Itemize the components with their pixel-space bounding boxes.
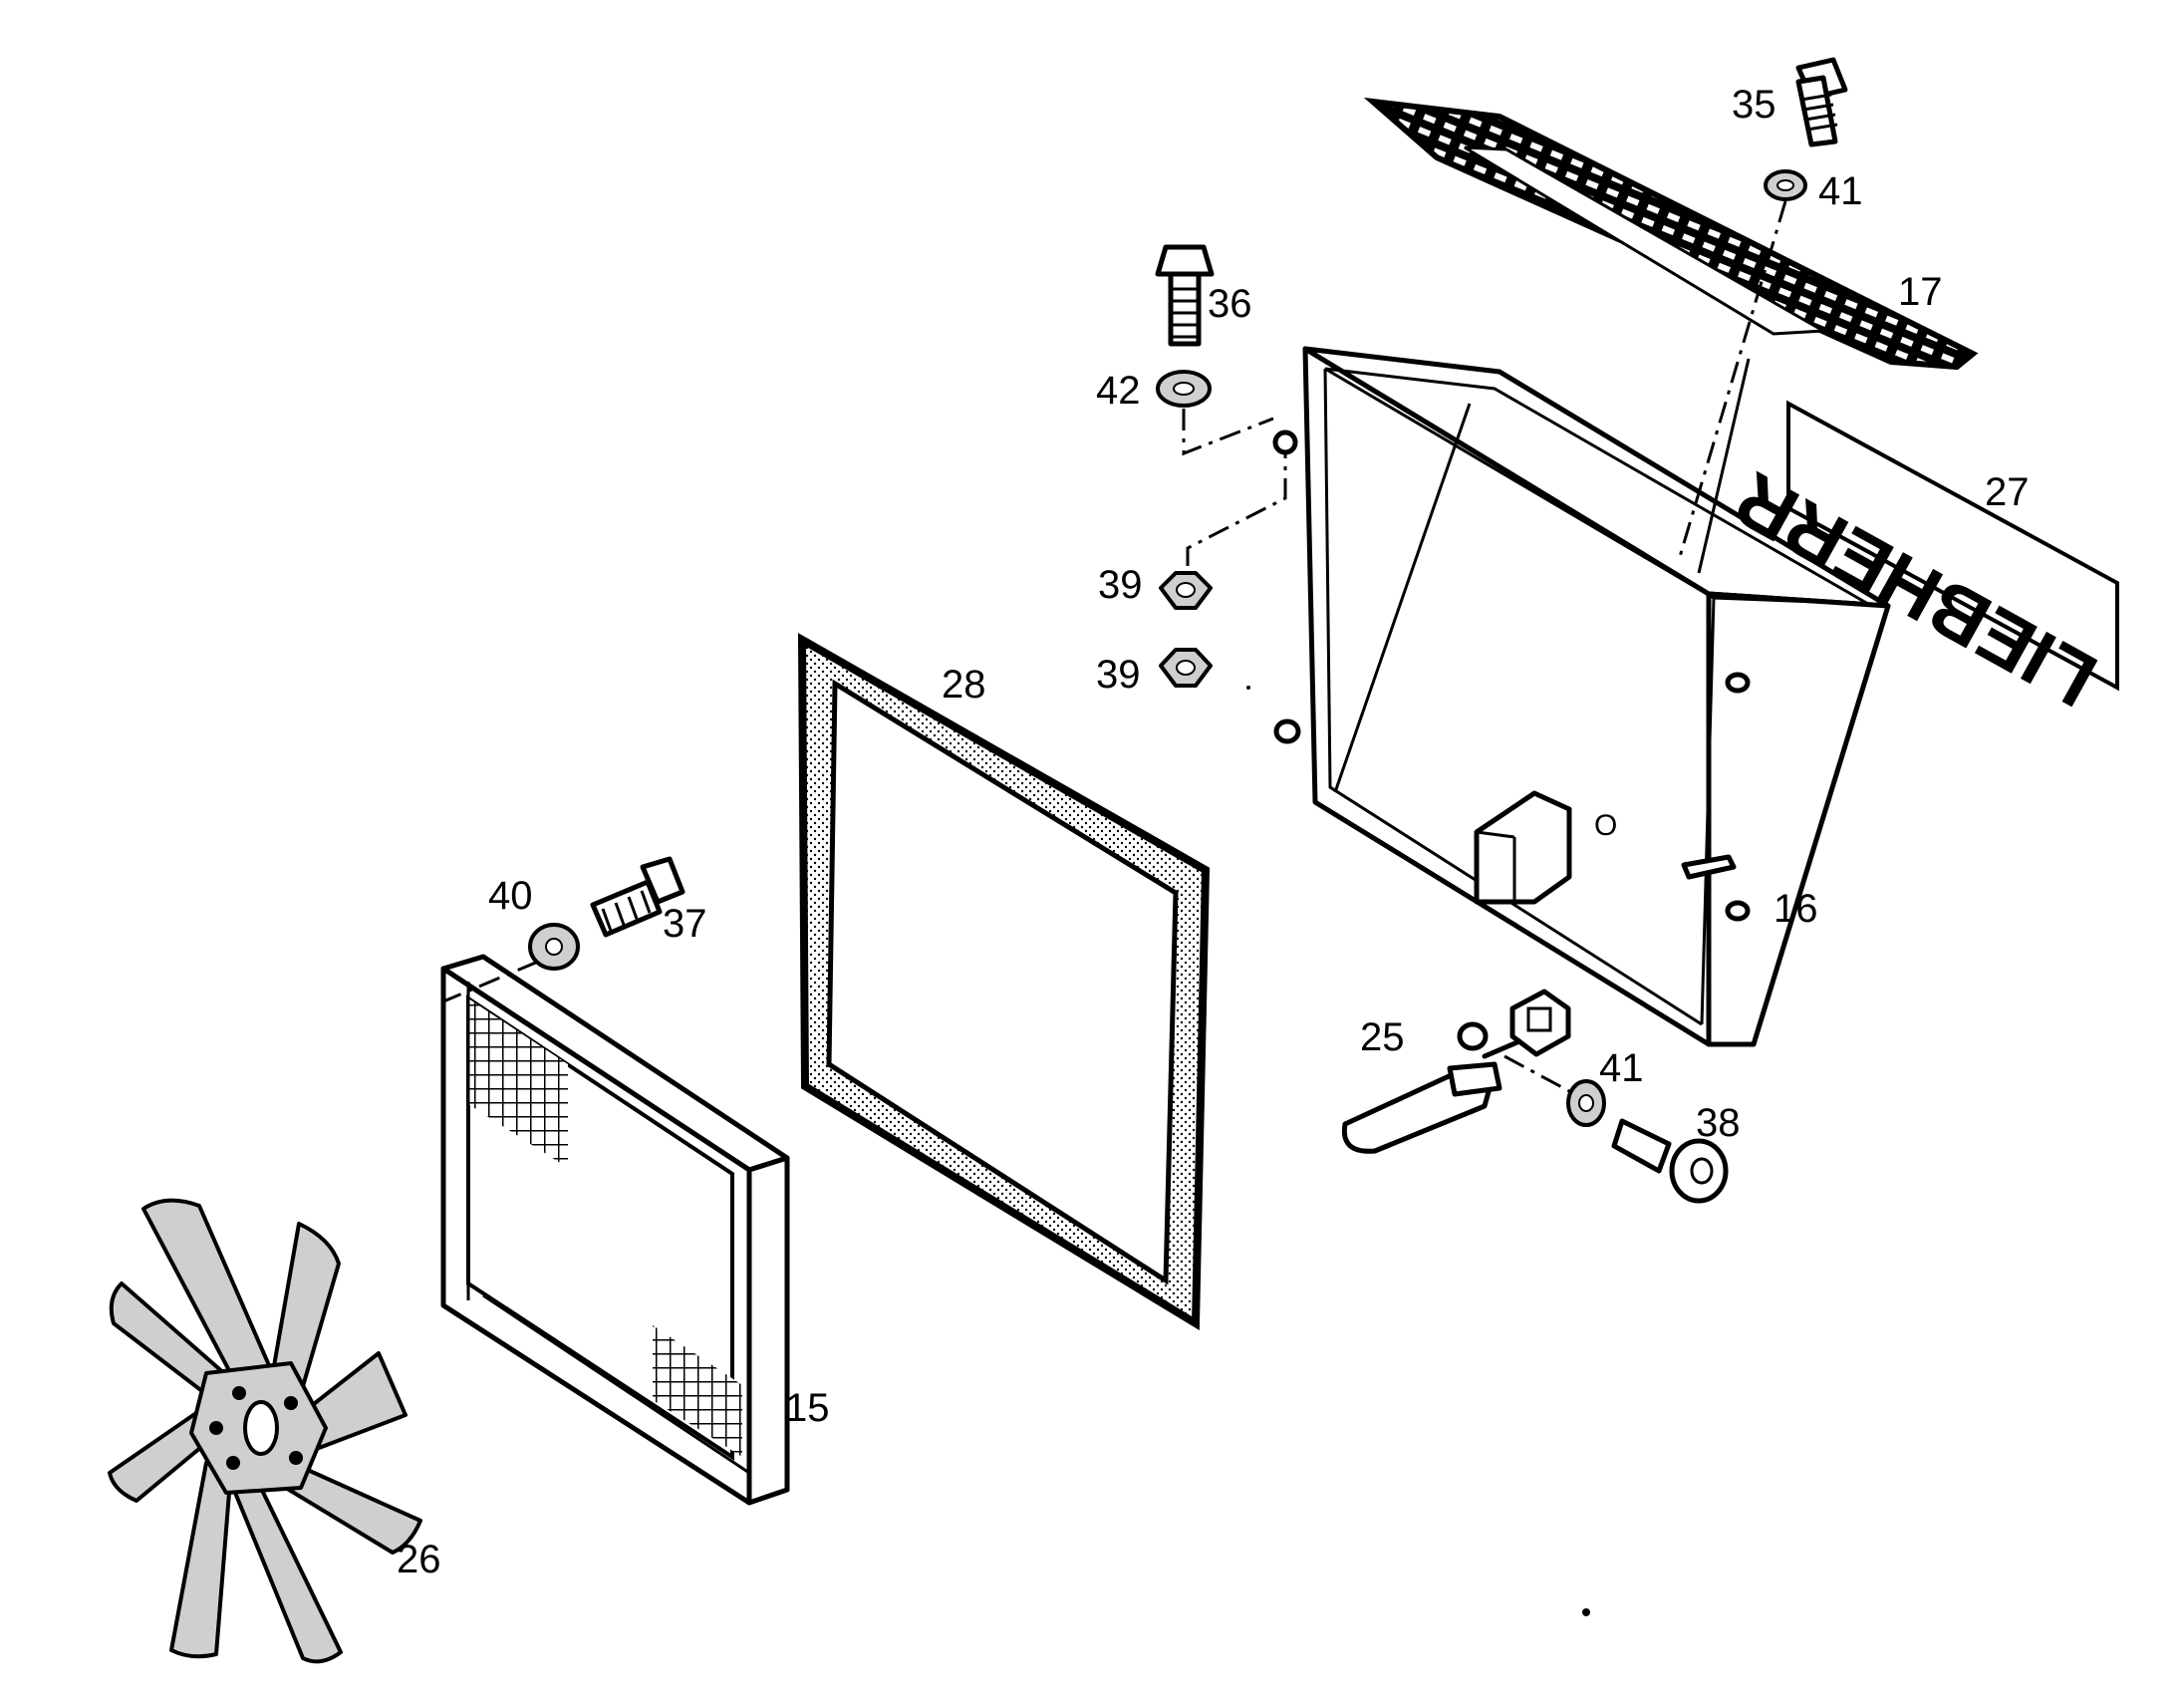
callout-27: 27 bbox=[1985, 470, 2030, 514]
latch-part-25 bbox=[1341, 989, 1571, 1154]
washer-part-41-lower bbox=[1566, 1079, 1606, 1127]
callout-39-lower: 39 bbox=[1096, 653, 1141, 697]
callout-38: 38 bbox=[1696, 1101, 1741, 1145]
callout-40: 40 bbox=[488, 874, 533, 918]
bolt-part-37 bbox=[590, 856, 685, 938]
callout-15: 15 bbox=[785, 1386, 830, 1430]
assembly-guide-lines bbox=[442, 200, 1787, 1093]
callout-labels: 15 16 17 25 26 27 28 35 36 37 38 39 39 4… bbox=[397, 83, 2030, 1581]
callout-16: 16 bbox=[1774, 887, 1818, 931]
nut-part-39-upper bbox=[1159, 571, 1213, 610]
callout-26: 26 bbox=[397, 1538, 441, 1581]
washer-part-40 bbox=[528, 923, 580, 971]
fan-shroud-part-16: O bbox=[1272, 346, 1891, 1047]
callout-28: 28 bbox=[942, 663, 986, 707]
callout-37: 37 bbox=[663, 902, 707, 946]
callout-36: 36 bbox=[1208, 282, 1252, 326]
washer-part-41-top bbox=[1764, 169, 1807, 201]
svg-text:O: O bbox=[1594, 809, 1617, 842]
grille-part-17 bbox=[1363, 97, 1979, 371]
callout-25: 25 bbox=[1360, 1015, 1405, 1059]
speck bbox=[1246, 686, 1250, 690]
washer-part-42 bbox=[1156, 370, 1212, 408]
callout-41-top: 41 bbox=[1818, 169, 1863, 213]
radiator-screen-part-15 bbox=[440, 954, 790, 1506]
gasket-part-28 bbox=[797, 633, 1211, 1331]
nut-part-39-lower bbox=[1159, 648, 1213, 688]
speck bbox=[1582, 1608, 1590, 1616]
callout-42: 42 bbox=[1096, 369, 1141, 413]
callout-17: 17 bbox=[1898, 270, 1943, 314]
callout-41-lower: 41 bbox=[1599, 1046, 1644, 1090]
callout-39-upper: 39 bbox=[1098, 563, 1143, 607]
fan-part-26 bbox=[108, 1198, 422, 1664]
bolt-part-36 bbox=[1155, 244, 1215, 347]
screw-part-38 bbox=[1611, 1118, 1729, 1204]
bolt-part-35 bbox=[1795, 57, 1848, 147]
callout-35: 35 bbox=[1732, 83, 1776, 127]
